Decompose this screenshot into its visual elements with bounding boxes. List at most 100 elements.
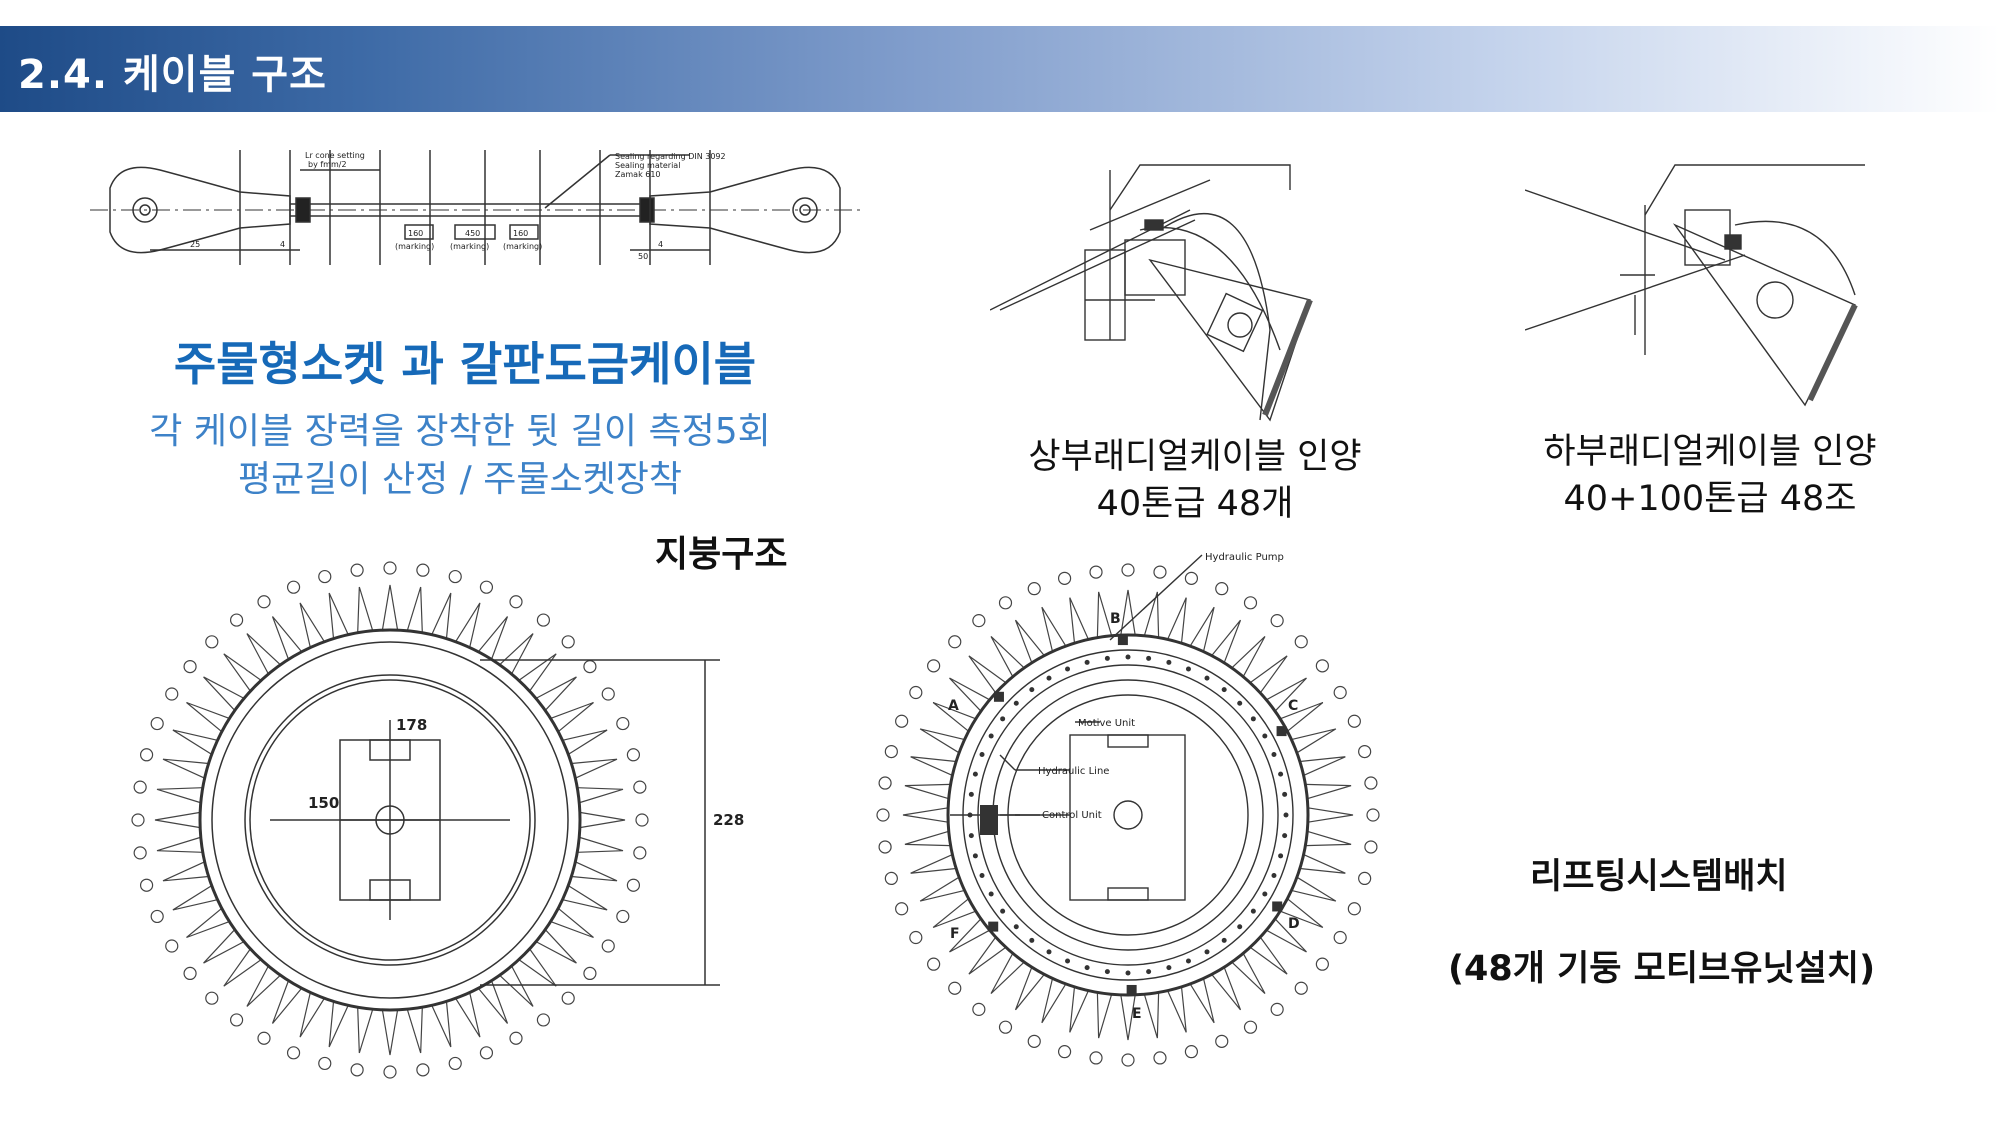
ring-node (988, 733, 994, 739)
motive-unit-unit-b (1117, 635, 1128, 646)
mast-pin (183, 659, 197, 674)
mast-pin (1153, 1051, 1167, 1065)
radial-cable-spoke (299, 602, 325, 648)
mast-pin (633, 846, 647, 860)
radial-cable-spoke (562, 885, 608, 911)
radial-cable-spoke (949, 677, 990, 712)
mast-pin (448, 569, 462, 584)
radial-cable-spoke (223, 948, 262, 987)
radial-cable-spoke (1120, 589, 1136, 636)
radial-cable-spoke (910, 756, 957, 776)
mast-pin (205, 991, 219, 1005)
dim-label: 4 (658, 240, 663, 249)
ring-node (979, 872, 985, 878)
radial-cable-spoke (1041, 606, 1067, 652)
radial-cable-spoke (1231, 636, 1266, 677)
ring-node (972, 853, 978, 859)
ring-node (1084, 659, 1090, 665)
mast-pin (139, 878, 154, 892)
mast-pin (139, 748, 154, 762)
radial-cable-spoke (381, 584, 399, 631)
mast-pin (150, 909, 164, 924)
radial-cable-spoke (550, 907, 594, 939)
ring-node (1185, 666, 1191, 672)
ring-node (1046, 675, 1052, 681)
mast-pin (1294, 981, 1308, 995)
ring-node (1250, 908, 1256, 914)
radial-cable-spoke (550, 701, 594, 733)
radial-cable-spoke (271, 980, 303, 1024)
mast-pin (1215, 582, 1229, 596)
mast-pin (509, 1031, 523, 1045)
radial-cable-spoke (406, 1007, 423, 1054)
radial-cable-spoke (1211, 966, 1242, 1011)
mast-pin (448, 1056, 462, 1071)
mast-pin (878, 840, 892, 854)
mast-pin (635, 813, 649, 827)
radial-cable-spoke (1266, 918, 1307, 953)
point-label-e: E (1132, 1006, 1142, 1022)
mast-pin (1333, 930, 1347, 945)
mast-pin (1358, 744, 1372, 759)
radial-cable-spoke (431, 592, 452, 639)
ring-node (1166, 659, 1172, 665)
ring-node (1104, 969, 1110, 975)
section-header-bar (0, 26, 2000, 112)
radial-cable-spoke (1189, 978, 1215, 1024)
mast-pin (536, 1013, 551, 1027)
mast-pin (165, 939, 179, 953)
radial-cable-spoke (154, 811, 201, 829)
mast-pin (1315, 659, 1329, 673)
ring-node (1271, 872, 1277, 878)
lifting-system-plan: Hydraulic Pump Motive Unit Hydraulic Lin… (876, 552, 1380, 1067)
point-label-f: F (950, 926, 960, 942)
radial-cable-spoke (904, 830, 951, 847)
mast-pin (616, 716, 630, 731)
ring-node (1029, 687, 1035, 693)
mast-pin (286, 580, 301, 594)
mast-pin (165, 687, 179, 701)
radial-cable-spoke (203, 676, 245, 711)
mast-pin (1364, 776, 1378, 790)
ring-node (1146, 969, 1152, 975)
mast-pin (895, 714, 909, 728)
radial-cable-spoke (990, 953, 1025, 994)
ring-node (1065, 958, 1071, 964)
mast-pin (1347, 714, 1361, 728)
radial-cable-spoke (518, 653, 557, 692)
radial-cable-spoke (919, 728, 965, 754)
radial-cable-spoke (455, 992, 481, 1038)
ring-node (979, 752, 985, 758)
roof-dim-width: 150 (308, 794, 339, 812)
ring-node (1278, 771, 1284, 777)
radial-cable-spoke (1120, 994, 1136, 1041)
mast-pin (1315, 957, 1329, 971)
roof-dim-length: 178 (396, 716, 427, 734)
radial-cable-spoke (1143, 992, 1160, 1039)
radial-cable-spoke (1096, 591, 1113, 638)
mast-pin (1089, 1051, 1103, 1065)
mast-pin (948, 635, 962, 649)
mast-pin (416, 1063, 430, 1077)
mast-pin (1184, 1045, 1199, 1059)
radial-cable-spoke (328, 592, 349, 639)
mast-pin (229, 1013, 244, 1027)
mast-pin (633, 780, 647, 794)
roof-structure-label: 지붕구조 (655, 534, 788, 575)
mast-pin (133, 780, 147, 794)
dim-label: 4 (280, 240, 285, 249)
mast-pin (1294, 635, 1308, 649)
mast-pin (1270, 614, 1284, 628)
radial-cable-spoke (357, 1007, 374, 1054)
annotation-sealing-material: Sealing material (615, 161, 680, 170)
mast-pin (884, 744, 898, 759)
ring-node (1204, 949, 1210, 955)
mast-pin (350, 563, 364, 577)
label-hydraulic-pump: Hydraulic Pump (1205, 552, 1284, 563)
mast-pin (383, 1065, 397, 1079)
motive-unit-unit-d (1272, 901, 1283, 912)
roof-structure-plan: 150 178 228 (131, 561, 744, 1079)
radial-cable-spoke (477, 980, 509, 1024)
radial-cable-spoke (577, 836, 624, 853)
socket-desc-line1: 각 케이블 장력을 장착한 뒷 길이 측정5회 (149, 411, 771, 452)
